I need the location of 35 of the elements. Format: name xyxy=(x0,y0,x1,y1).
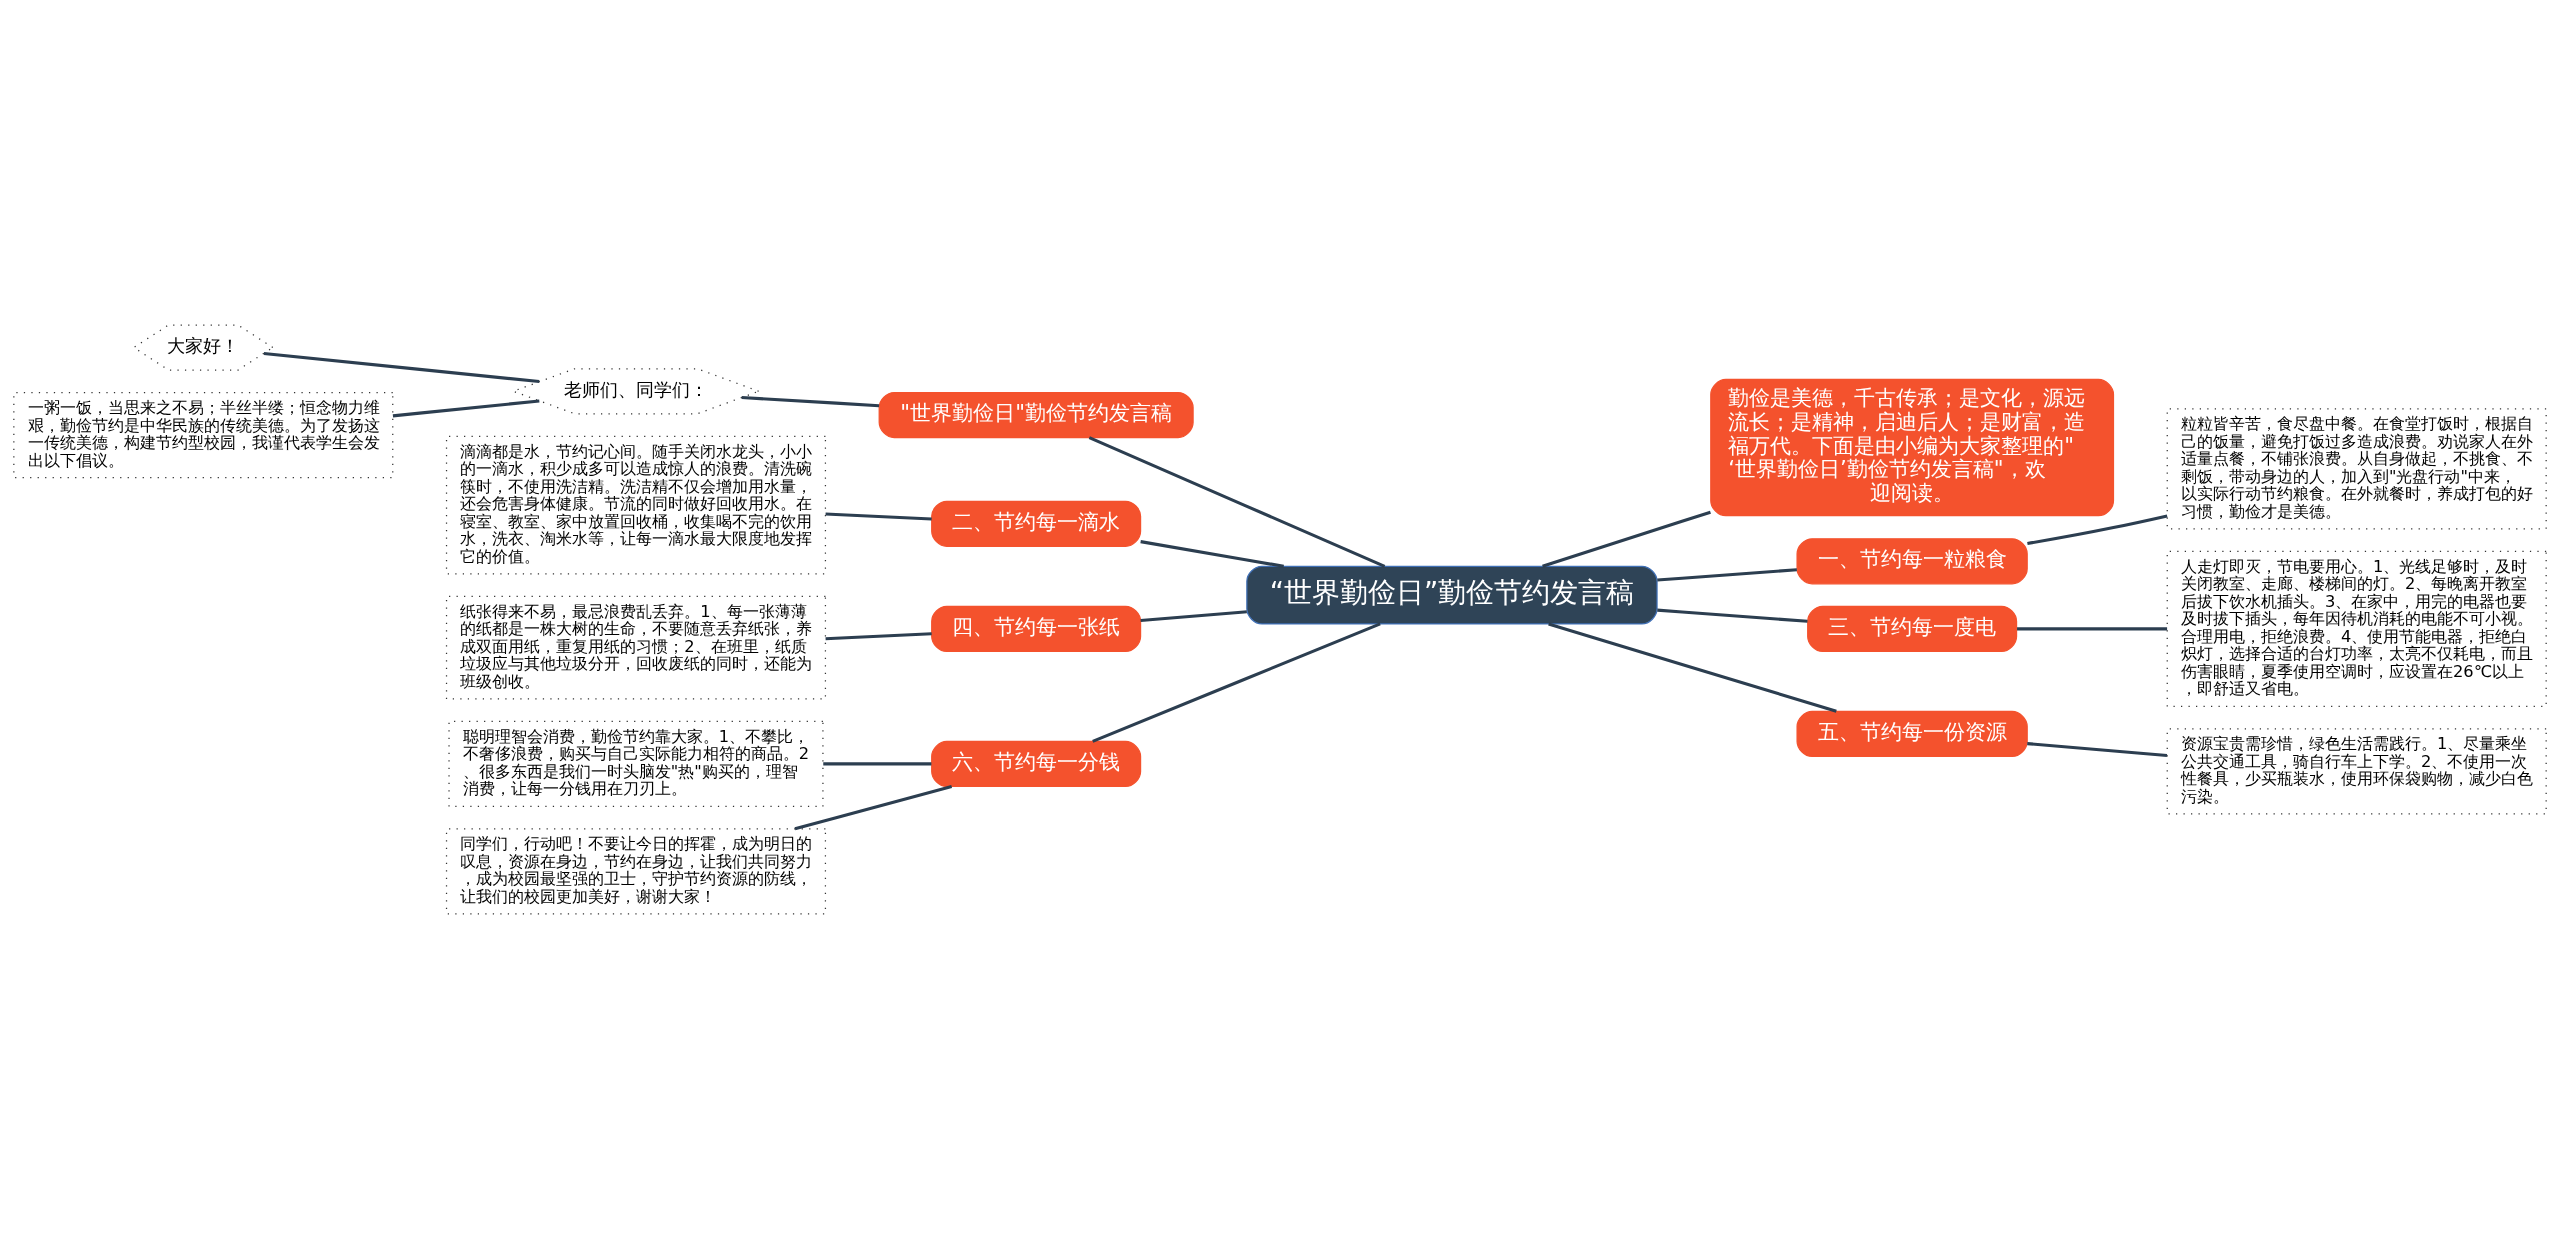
connector xyxy=(741,395,880,408)
connector xyxy=(1657,608,1808,623)
connector xyxy=(2027,742,2168,757)
node-box: 同学们，行动吧！不要让今日的挥霍，成为明日的叹息，资源在身边，节约在身边，让我们共同努力，成为校园最坚强的卫士，守护节约资源的防线，让我们的校园更加美好，谢谢大家！ xyxy=(445,828,827,915)
connector xyxy=(1657,568,1797,582)
connector xyxy=(263,352,540,384)
node-box: 滴滴都是水，节约记心间。随手关闭水龙头，小小的一滴水，积少成多可以造成惊人的浪费。清洗碗筷时，不使用洗洁精。洗洁精不仅会增加用水量，还会危害身体健康。节流的同时做好回收用水。在寝室、教室、家中放置回收桶，收集喝不完的饮用水，洗衣、淘米水等，让每一滴水最大限度地发挥它的价值。 xyxy=(445,435,827,575)
node-box: 资源宝贵需珍惜，绿色生活需践行。1、尽量乘坐公共交通工具，骑自行车上下学。2、不使用一次性餐具，少买瓶装水，使用环保袋购物，减少白色污染。 xyxy=(2166,728,2547,815)
connector xyxy=(1088,436,1386,568)
node-box: 一、节约每一粒粮食 xyxy=(1796,538,2028,585)
node-box: 一粥一饭，当思来之不易；半丝半缕；恒念物力维艰，勤俭节约是中华民族的传统美德。为了发扬这一传统美德，构建节约型校园，我谨代表学生会发出以下倡议。 xyxy=(13,391,394,479)
connector xyxy=(823,762,932,766)
connector xyxy=(2027,514,2168,546)
node-box: 粒粒皆辛苦，食尽盘中餐。在食堂打饭时，根据自己的饭量，避免打饭过多造成浪费。劝说家人在外适量点餐，不铺张浪费。从自身做起，不挑食、不剩饭，带动身边的人，加入到"光盘行动"中来，以实际行动节约粮食。在外就餐时，养成打包的好习惯，勤俭才是美德。 xyxy=(2166,408,2547,530)
node-box: 六、节约每一分钱 xyxy=(931,740,1142,788)
connector xyxy=(825,632,932,641)
connector xyxy=(825,512,932,521)
connector xyxy=(1140,610,1247,622)
node-box: 五、节约每一份资源 xyxy=(1796,710,2028,758)
connector xyxy=(1092,622,1381,743)
node-box: "世界勤俭日"勤俭节约发言稿 xyxy=(878,391,1194,439)
connector xyxy=(1542,510,1711,568)
node-box: 四、节约每一张纸 xyxy=(931,605,1142,652)
connector xyxy=(392,399,540,418)
node-box: 纸张得来不易，最忌浪费乱丢弃。1、每一张薄薄的纸都是一株大树的生命，不要随意丢弃纸张，养成双面用纸，重复用纸的习惯；2、在班里，纸质垃圾应与其他垃圾分开，回收废纸的同时，还能为班级创收。 xyxy=(445,595,827,700)
connector xyxy=(1548,622,1837,713)
node-box: “世界勤俭日”勤俭节约发言稿 xyxy=(1246,565,1658,625)
connector xyxy=(794,784,953,831)
connector xyxy=(2017,627,2168,631)
connector xyxy=(1140,540,1284,568)
node-box: 三、节约每一度电 xyxy=(1807,605,2018,652)
node-box: 二、节约每一滴水 xyxy=(931,500,1142,547)
node-box: 勤俭是美德，千古传承；是文化，源远流长；是精神，启迪后人；是财富，造福万代。下面是由小编为大家整理的"‘世界勤俭日’勤俭节约发言稿"，欢迎阅读。 xyxy=(1710,378,2115,517)
node-box: 聪明理智会消费，勤俭节约靠大家。1、不攀比，不奢侈浪费，购买与自己实际能力相符的商品。2、很多东西是我们一时头脑发"热"购买的，理智消费，让每一分钱用在刀刃上。 xyxy=(448,720,824,808)
node-box: 人走灯即灭，节电要用心。1、光线足够时，及时关闭教室、走廊、楼梯间的灯。2、每晚离开教室后拔下饮水机插头。3、在家中，用完的电器也要及时拔下插头，每年因待机消耗的电能不可小视。合理用电，拒绝浪费。4、使用节能电器，拒绝白炽灯，选择合适的台灯功率，太亮不仅耗电，而且伤害眼睛，夏季使用空调时，应设置在26℃以上，即舒适又省电。 xyxy=(2166,550,2547,708)
